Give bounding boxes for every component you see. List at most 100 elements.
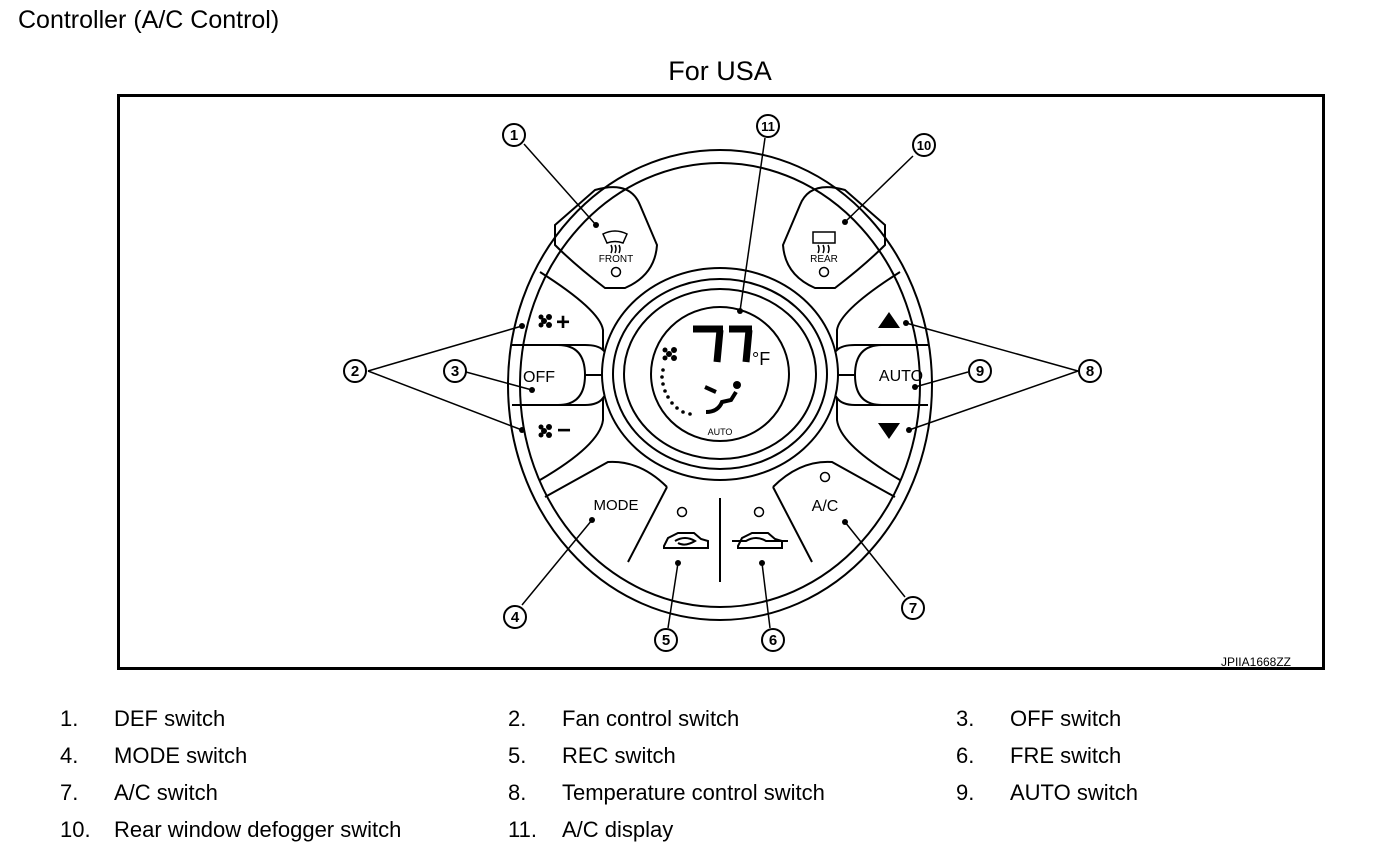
callout-2: 2	[351, 363, 359, 380]
legend-label: FRE switch	[1010, 743, 1122, 768]
leader-4	[521, 519, 593, 606]
image-code: JPIIA1668ZZ	[1221, 655, 1291, 669]
legend-label: MODE switch	[114, 743, 248, 768]
callout-circle-1	[502, 123, 526, 147]
leader-dot-5	[675, 560, 681, 566]
off-label: OFF	[523, 369, 555, 386]
callout-5: 5	[662, 632, 670, 649]
legend-number: 8.	[508, 780, 527, 805]
fan-speed-indicator	[660, 368, 692, 416]
legend-label: Rear window defogger switch	[114, 817, 402, 842]
temp-down-button-outline	[836, 394, 927, 481]
legend-label: Fan control switch	[562, 706, 740, 731]
fan-up-symbol: +	[556, 309, 570, 336]
callout-circle-3	[443, 359, 467, 383]
legend-number: 7.	[60, 780, 79, 805]
callout-10: 10	[917, 138, 931, 153]
legend-number: 11.	[508, 817, 537, 842]
ac-label: A/C	[812, 498, 839, 515]
rec-divider	[627, 486, 668, 563]
legend-number: 4.	[60, 743, 79, 768]
callout-circle-5	[654, 628, 678, 652]
center-ring-2	[612, 278, 828, 470]
leader-10	[844, 155, 914, 223]
recirculation-icon	[663, 532, 709, 549]
callout-circle-7	[901, 596, 925, 620]
legend-number: 5.	[508, 743, 527, 768]
front-def-label: FRONT	[599, 254, 633, 265]
fan-down-icon	[538, 424, 552, 438]
legend-number: 6.	[956, 743, 975, 768]
legend-label: DEF switch	[114, 706, 226, 731]
legend-number: 10.	[60, 817, 91, 842]
diagram-subtitle: For USA	[668, 56, 772, 86]
leader-2a	[367, 325, 523, 372]
callout-circle-6	[761, 628, 785, 652]
fan-up-icon	[538, 314, 552, 328]
legend-label: Temperature control switch	[562, 780, 825, 805]
bottom-left-divider	[544, 460, 668, 498]
fre-divider	[772, 486, 813, 563]
airflow-mode-icon	[704, 385, 738, 414]
rec-led	[676, 506, 688, 518]
fan-down-button-outline	[513, 394, 604, 481]
mode-label: MODE	[594, 497, 639, 514]
front-led	[610, 266, 622, 278]
leader-2b	[367, 370, 523, 431]
rear-def-button-outline	[781, 186, 886, 289]
temp-up-arrow-icon	[878, 312, 900, 328]
display-unit: °F	[752, 349, 770, 369]
legend-label: REC switch	[562, 743, 676, 768]
leader-7	[844, 521, 906, 598]
callout-circle-2	[343, 359, 367, 383]
legend-label: A/C display	[562, 817, 674, 842]
callout-4: 4	[511, 609, 520, 626]
leader-9	[914, 371, 969, 388]
rear-led	[818, 266, 830, 278]
callout-circle-10	[912, 133, 936, 157]
temp-up-button-outline	[836, 271, 927, 353]
leader-dot-2b	[519, 427, 525, 433]
callout-8: 8	[1086, 363, 1094, 380]
callout-circle-9	[968, 359, 992, 383]
leader-dot-6	[759, 560, 765, 566]
center-ring-3	[623, 288, 817, 460]
ac-led	[819, 471, 831, 483]
legend-label: AUTO switch	[1010, 780, 1138, 805]
leader-dot-7	[842, 519, 848, 525]
leader-dot-11	[737, 308, 743, 314]
leader-6	[761, 562, 771, 629]
page-title: Controller (A/C Control)	[18, 6, 280, 34]
legend-number: 1.	[60, 706, 79, 731]
leader-1	[523, 143, 597, 226]
callout-6: 6	[769, 632, 777, 649]
leader-dot-2a	[519, 323, 525, 329]
callout-11: 11	[761, 119, 775, 134]
leader-dot-8b	[906, 427, 912, 433]
leader-3	[465, 371, 533, 391]
leader-8a	[905, 322, 1079, 372]
airflow-occupant-head	[733, 381, 741, 389]
callout-3: 3	[451, 363, 459, 380]
display-auto-label: AUTO	[708, 427, 733, 437]
leader-11	[739, 137, 766, 312]
leader-5	[667, 562, 679, 629]
temp-down-arrow-icon	[878, 423, 900, 439]
callout-circle-8	[1078, 359, 1102, 383]
display-screen	[650, 306, 790, 442]
leader-8b	[908, 370, 1079, 431]
callout-7: 7	[909, 600, 917, 617]
legend-number: 3.	[956, 706, 975, 731]
legend-number: 2.	[508, 706, 527, 731]
leader-dot-3	[529, 387, 535, 393]
bottom-right-divider	[772, 460, 896, 498]
front-defroster-icon	[602, 230, 628, 254]
display-temperature-digits	[693, 325, 753, 363]
leader-dot-10	[842, 219, 848, 225]
callout-9: 9	[976, 363, 984, 380]
front-def-button-outline	[554, 186, 659, 289]
legend: 1.DEF switch 2.Fan control switch 3.OFF …	[0, 700, 1376, 850]
leader-dot-8a	[903, 320, 909, 326]
fre-led	[753, 506, 765, 518]
leader-dot-9	[912, 384, 918, 390]
